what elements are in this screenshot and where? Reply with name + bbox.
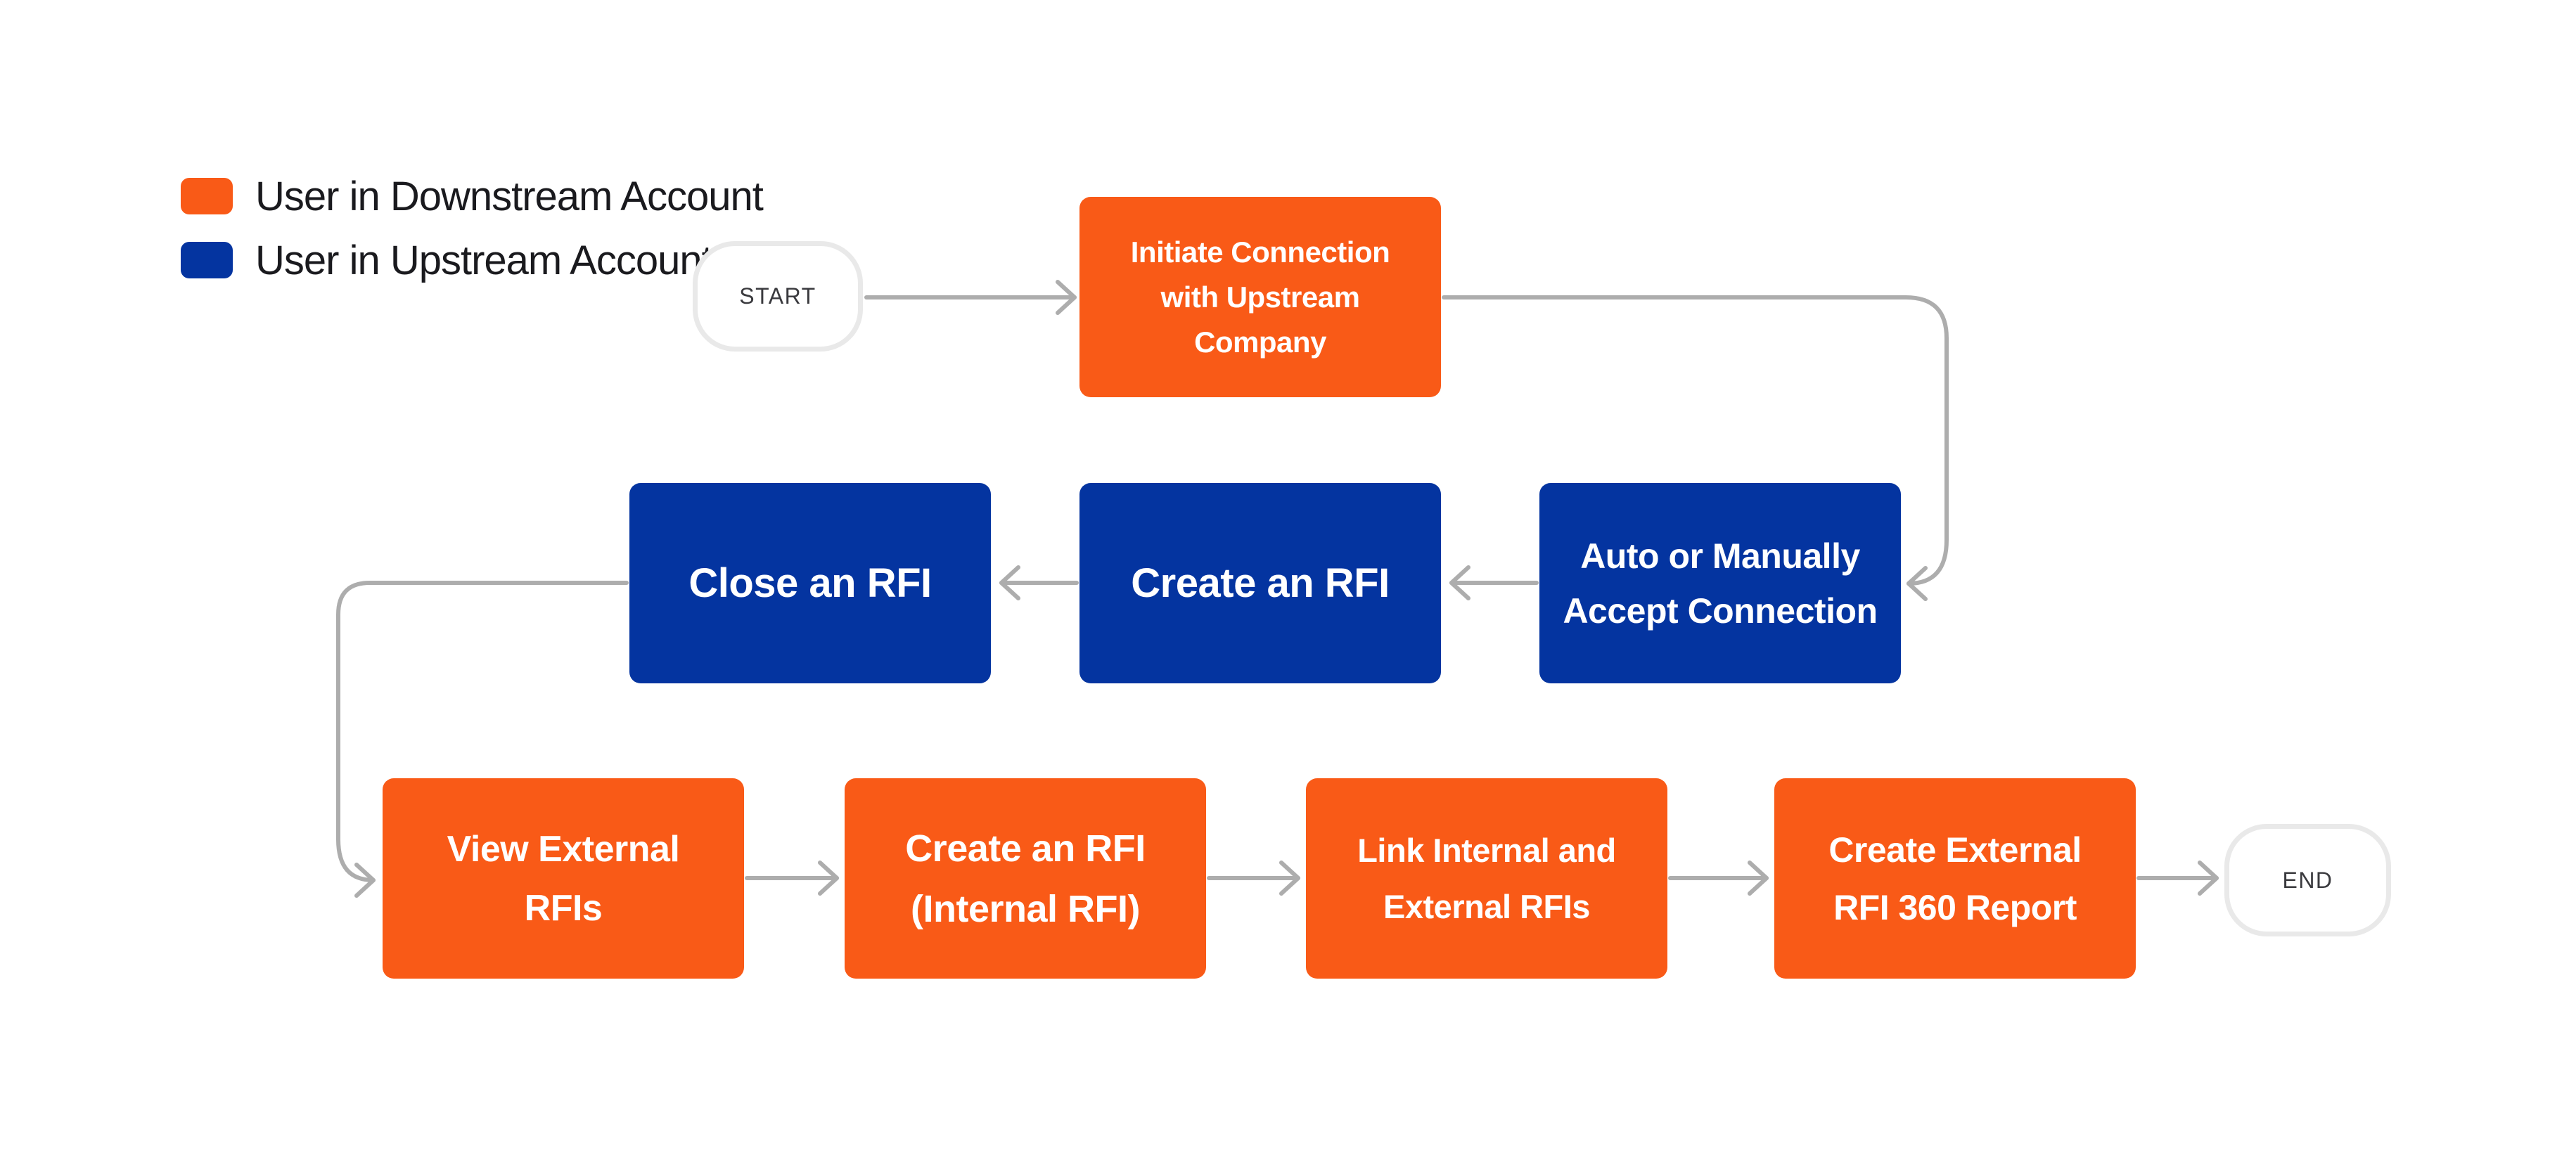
upstream-color-swatch [181,242,233,278]
flow-node-label: Create External RFI 360 Report [1828,830,2082,927]
flow-node-label: Create an RFI [1131,560,1390,606]
legend-label-downstream: User in Downstream Account [255,173,764,219]
end-terminal: END [2224,824,2391,936]
flow-node-create-internal-rfi: Create an RFI (Internal RFI) [845,778,1206,979]
flow-node-label: Create an RFI (Internal RFI) [905,827,1146,930]
start-terminal: START [693,241,863,352]
legend-item-upstream: User in Upstream Account [181,238,763,283]
flow-node-label: Close an RFI [688,560,932,606]
flow-node-link-internal-external-rfis: Link Internal and External RFIs [1306,778,1667,979]
flow-node-accept-connection: Auto or Manually Accept Connection [1539,483,1901,683]
flow-node-label: Initiate Connection with Upstream Compan… [1130,235,1390,359]
end-terminal-label: END [2282,867,2333,893]
legend-label-upstream: User in Upstream Account [255,237,713,283]
flow-node-view-external-rfis: View External RFIs [383,778,744,979]
legend-item-downstream: User in Downstream Account [181,174,764,219]
flow-node-label: Auto or Manually Accept Connection [1563,536,1878,631]
flow-node-create-external-rfi-360-report: Create External RFI 360 Report [1774,778,2136,979]
start-terminal-label: START [739,283,816,309]
legend: User in Downstream Account User in Upstr… [181,174,764,306]
flow-node-create-rfi: Create an RFI [1079,483,1441,683]
flow-node-label: View External RFIs [447,828,680,929]
flow-node-close-rfi: Close an RFI [629,483,991,683]
flow-node-initiate-connection: Initiate Connection with Upstream Compan… [1079,197,1441,397]
flow-node-label: Link Internal and External RFIs [1357,831,1616,925]
downstream-color-swatch [181,178,233,214]
